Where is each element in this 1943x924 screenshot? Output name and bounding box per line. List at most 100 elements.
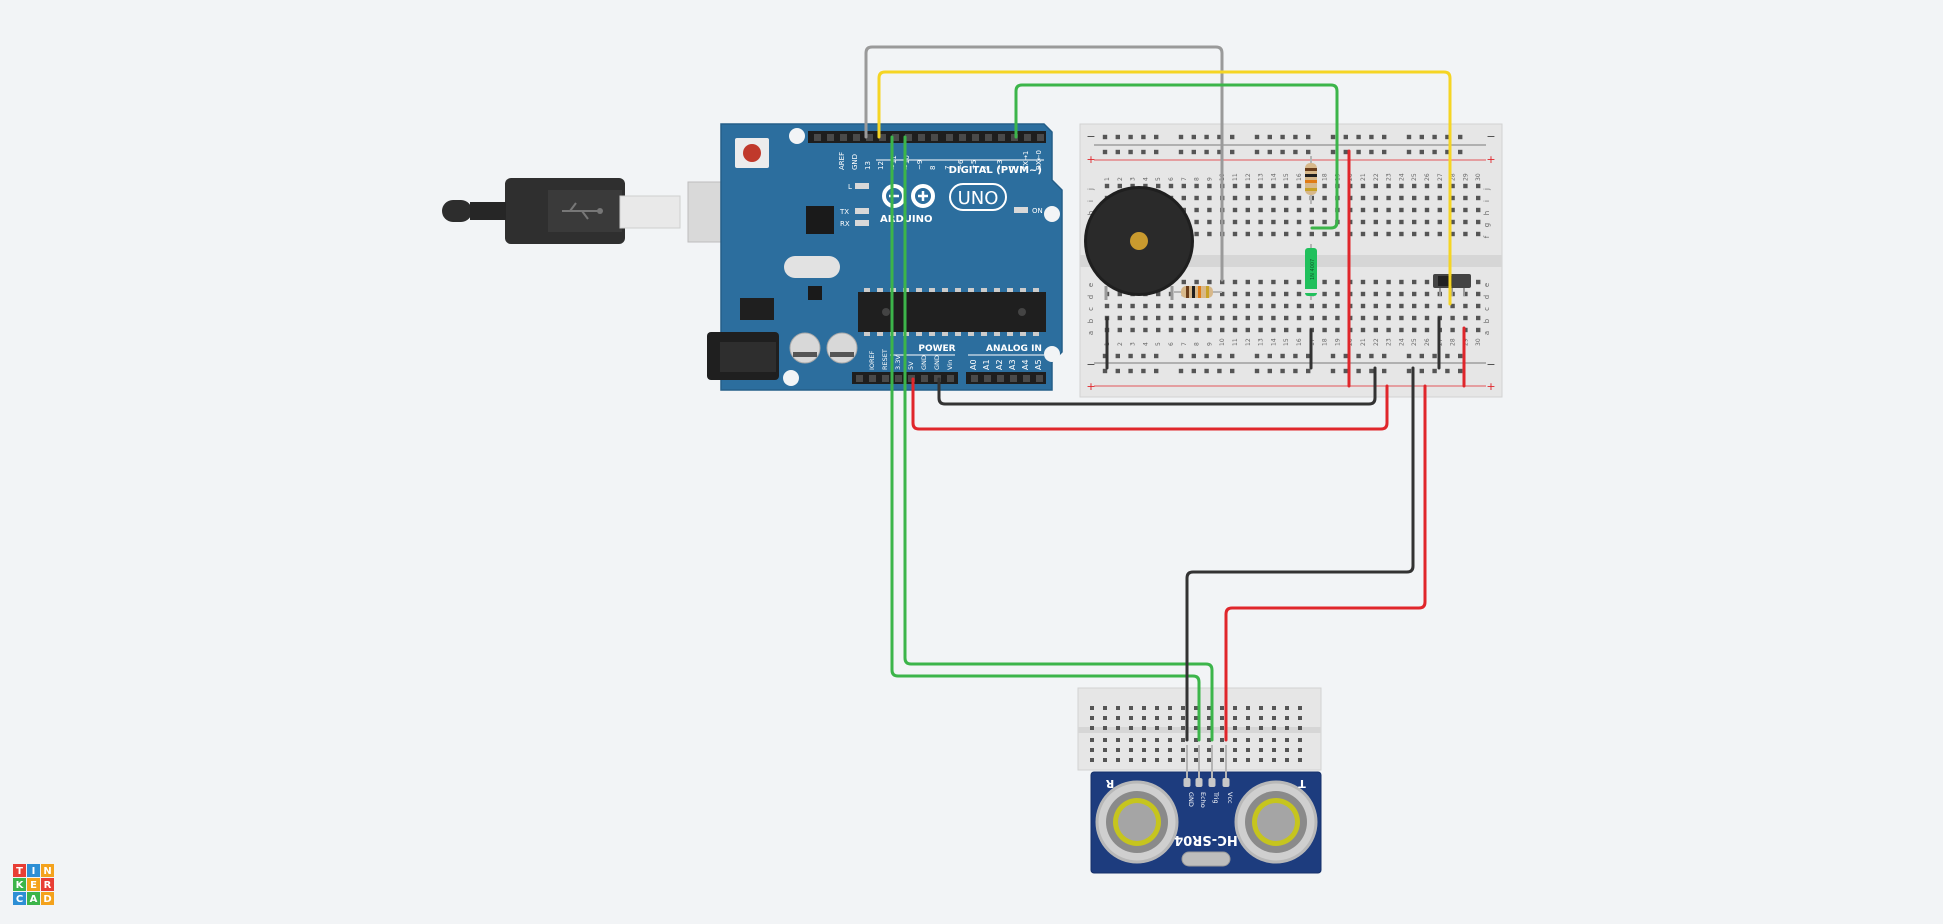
mini-breadboard-hole[interactable]	[1103, 738, 1107, 742]
header-socket[interactable]	[1024, 134, 1031, 141]
rail-hole[interactable]	[1280, 353, 1285, 359]
breadboard-hole[interactable]	[1258, 303, 1263, 309]
breadboard-hole[interactable]	[1156, 327, 1161, 333]
breadboard-hole[interactable]	[1296, 315, 1302, 321]
rail-hole[interactable]	[1343, 368, 1348, 374]
wire-green-pin2[interactable]	[1014, 83, 1339, 230]
breadboard-hole[interactable]	[1258, 291, 1263, 297]
breadboard-hole[interactable]	[1271, 303, 1276, 309]
breadboard-hole[interactable]	[1245, 303, 1250, 309]
rail-hole[interactable]	[1458, 134, 1463, 140]
wire-green-pin10[interactable]	[890, 135, 1201, 742]
breadboard-hole[interactable]	[1360, 231, 1366, 237]
rail-hole[interactable]	[1445, 368, 1450, 374]
wire-red-5v[interactable]	[911, 377, 1389, 431]
breadboard-hole[interactable]	[1373, 303, 1378, 309]
breadboard-hole[interactable]	[1463, 195, 1468, 201]
breadboard-hole[interactable]	[1399, 315, 1404, 321]
rail-hole[interactable]	[1217, 353, 1222, 359]
breadboard-hole[interactable]	[1424, 279, 1430, 285]
mini-breadboard-hole[interactable]	[1246, 738, 1250, 742]
breadboard-hole[interactable]	[1437, 195, 1442, 201]
breadboard-hole[interactable]	[1450, 327, 1455, 333]
mini-breadboard-hole[interactable]	[1272, 748, 1276, 752]
breadboard-hole[interactable]	[1309, 219, 1314, 225]
breadboard-hole[interactable]	[1156, 183, 1161, 189]
resistor-vertical[interactable]	[1305, 156, 1317, 204]
header-socket[interactable]	[984, 375, 991, 382]
sensor-pins[interactable]	[1183, 745, 1230, 787]
rail-hole[interactable]	[1102, 134, 1108, 140]
rail-hole[interactable]	[1293, 134, 1298, 140]
mini-breadboard-hole[interactable]	[1259, 758, 1263, 762]
mini-breadboard-hole[interactable]	[1129, 706, 1133, 710]
breadboard-hole[interactable]	[1245, 207, 1250, 213]
breadboard-hole[interactable]	[1284, 291, 1289, 297]
breadboard-hole[interactable]	[1373, 291, 1378, 297]
breadboard-hole[interactable]	[1412, 195, 1417, 201]
breadboard-hole[interactable]	[1232, 327, 1238, 333]
mini-breadboard-hole[interactable]	[1246, 758, 1250, 762]
breadboard-hole[interactable]	[1130, 303, 1135, 309]
breadboard-hole[interactable]	[1463, 207, 1468, 213]
breadboard-hole[interactable]	[1220, 291, 1225, 297]
breadboard-hole[interactable]	[1450, 207, 1455, 213]
breadboard-hole[interactable]	[1245, 291, 1250, 297]
mini-breadboard-hole[interactable]	[1168, 738, 1172, 742]
rail-hole[interactable]	[1178, 353, 1184, 359]
breadboard-hole[interactable]	[1412, 315, 1417, 321]
breadboard-hole[interactable]	[1284, 219, 1289, 225]
header-socket[interactable]	[840, 134, 847, 141]
mini-breadboard-hole[interactable]	[1298, 706, 1302, 710]
mini-breadboard-hole[interactable]	[1233, 726, 1237, 730]
mini-breadboard-hole[interactable]	[1155, 748, 1159, 752]
rail-hole[interactable]	[1128, 134, 1133, 140]
rail-hole[interactable]	[1356, 149, 1361, 155]
rail-hole[interactable]	[1406, 368, 1412, 374]
rail-hole[interactable]	[1306, 368, 1311, 374]
mini-breadboard-hole[interactable]	[1298, 748, 1302, 752]
mini-breadboard-hole[interactable]	[1246, 706, 1250, 710]
mini-breadboard-hole[interactable]	[1103, 716, 1107, 720]
mini-breadboard-hole[interactable]	[1272, 758, 1276, 762]
mini-breadboard-hole[interactable]	[1298, 726, 1302, 730]
breadboard-hole[interactable]	[1412, 279, 1417, 285]
breadboard-hole[interactable]	[1322, 207, 1327, 213]
rail-hole[interactable]	[1280, 149, 1285, 155]
mini-breadboard-hole[interactable]	[1090, 758, 1094, 762]
sensor-pin[interactable]	[1195, 778, 1203, 787]
breadboard-hole[interactable]	[1207, 303, 1212, 309]
breadboard-hole[interactable]	[1424, 327, 1430, 333]
rail-hole[interactable]	[1306, 353, 1311, 359]
rail-hole[interactable]	[1458, 149, 1463, 155]
breadboard-hole[interactable]	[1117, 183, 1122, 189]
mini-breadboard-hole[interactable]	[1220, 748, 1224, 752]
mini-breadboard-hole[interactable]	[1116, 706, 1120, 710]
rail-hole[interactable]	[1432, 353, 1437, 359]
mini-breadboard-hole[interactable]	[1181, 758, 1185, 762]
breadboard-hole[interactable]	[1271, 195, 1276, 201]
sensor-pin[interactable]	[1183, 778, 1191, 787]
mini-breadboard-hole[interactable]	[1116, 748, 1120, 752]
breadboard-hole[interactable]	[1386, 195, 1391, 201]
breadboard-hole[interactable]	[1168, 303, 1174, 309]
breadboard-hole[interactable]	[1373, 279, 1378, 285]
header-socket[interactable]	[1037, 134, 1044, 141]
breadboard-hole[interactable]	[1232, 195, 1238, 201]
mini-breadboard-hole[interactable]	[1194, 706, 1198, 710]
breadboard-hole[interactable]	[1450, 303, 1455, 309]
mini-breadboard-hole[interactable]	[1103, 706, 1107, 710]
slide-switch[interactable]	[1433, 274, 1471, 296]
mini-breadboard-hole[interactable]	[1207, 748, 1211, 752]
mini-breadboard-hole[interactable]	[1142, 706, 1146, 710]
mini-breadboard-hole[interactable]	[1285, 716, 1289, 720]
breadboard-hole[interactable]	[1476, 291, 1481, 297]
breadboard-hole[interactable]	[1245, 219, 1250, 225]
mini-breadboard-hole[interactable]	[1246, 716, 1250, 720]
wire-black-gnd[interactable]	[937, 366, 1377, 406]
breadboard-hole[interactable]	[1335, 303, 1340, 309]
breadboard-hole[interactable]	[1450, 231, 1455, 237]
rail-hole[interactable]	[1141, 353, 1146, 359]
